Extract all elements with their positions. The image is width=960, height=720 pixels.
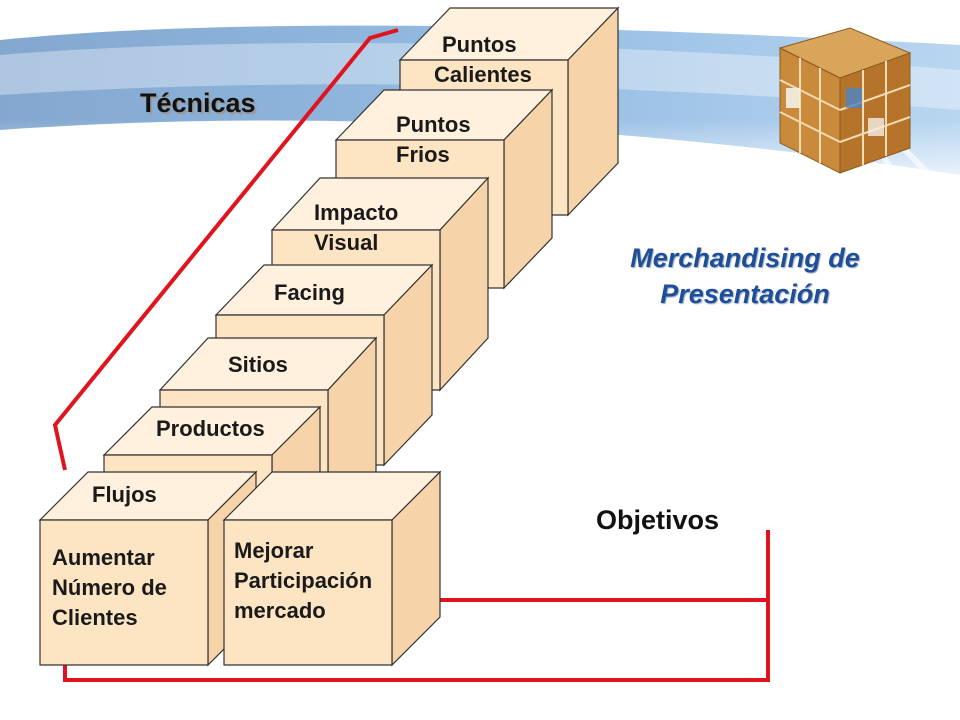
step-label-productos: Productos	[156, 416, 265, 441]
cube-logo-icon	[778, 27, 912, 174]
techniques-heading: Técnicas	[140, 88, 256, 118]
step-label-impacto-visual: Impacto Visual	[314, 200, 399, 255]
box-mejorar-front	[223, 519, 393, 666]
step-label-flujos: Flujos	[92, 482, 157, 507]
step-label-facing: Facing	[274, 280, 345, 305]
step-label-puntos-frios: Puntos Frios	[396, 112, 471, 167]
techniques-bracket-line	[52, 28, 399, 471]
objective-label-clientes: Aumentar Número de Clientes	[52, 545, 167, 630]
objective-label-participacion: Mejorar Participación mercado	[234, 538, 373, 623]
slide-title: Merchandising de Presentación	[590, 240, 900, 312]
slide-title-line2: Presentación	[660, 279, 830, 309]
box-mejorar	[222, 470, 442, 667]
box-flujos-front	[39, 519, 209, 666]
step-label-sitios: Sitios	[228, 352, 288, 377]
step-label-puntos-calientes: Puntos Calientes	[434, 32, 532, 87]
objectives-heading: Objetivos	[596, 505, 720, 535]
slide-title-line1: Merchandising de	[630, 243, 860, 273]
